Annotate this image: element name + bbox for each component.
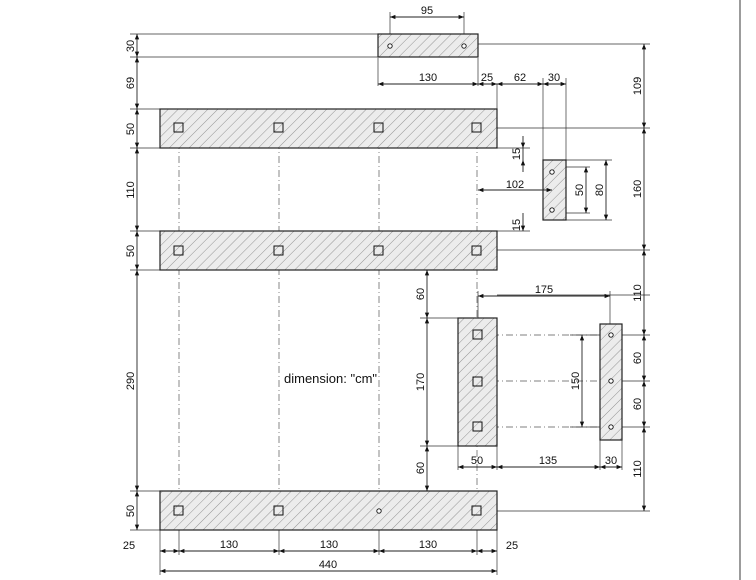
dim-low-150: 150 bbox=[570, 372, 582, 390]
dim-top-95: 95 bbox=[421, 5, 433, 17]
dim-bot-440: 440 bbox=[319, 559, 337, 571]
dim-left-50b: 50 bbox=[125, 245, 137, 257]
dim-bot-130a: 130 bbox=[220, 539, 238, 551]
dim-mid-102: 102 bbox=[506, 179, 524, 191]
dim-bot-130b: 130 bbox=[320, 539, 338, 551]
dim-low-50: 50 bbox=[471, 455, 483, 467]
dim-mid-15a: 15 bbox=[511, 148, 523, 160]
dimension-labels: 95 130 25 62 30 30 69 50 110 50 290 50 1… bbox=[123, 5, 644, 571]
dim-low-175: 175 bbox=[535, 284, 553, 296]
dim-low-30: 30 bbox=[605, 455, 617, 467]
dim-right-109: 109 bbox=[632, 77, 644, 95]
dim-left-30: 30 bbox=[125, 40, 137, 52]
dim-left-50c: 50 bbox=[125, 505, 137, 517]
dim-mid-15b: 15 bbox=[511, 219, 523, 231]
dim-top-62: 62 bbox=[514, 72, 526, 84]
beam-3 bbox=[159, 490, 498, 531]
dim-top-25: 25 bbox=[481, 72, 493, 84]
dim-left-69: 69 bbox=[125, 77, 137, 89]
dim-low-135: 135 bbox=[539, 455, 557, 467]
dim-low-60b: 60 bbox=[415, 462, 427, 474]
dim-bot-130c: 130 bbox=[419, 539, 437, 551]
dim-top-130: 130 bbox=[419, 72, 437, 84]
dim-right-110b: 110 bbox=[632, 460, 644, 478]
dim-bot-25b: 25 bbox=[506, 540, 518, 552]
dim-mid-50: 50 bbox=[574, 184, 586, 196]
units-note: dimension: "cm" bbox=[284, 371, 377, 386]
dim-bot-25a: 25 bbox=[123, 540, 135, 552]
vertical-block bbox=[457, 317, 498, 447]
dim-mid-80: 80 bbox=[594, 184, 606, 196]
dimension-lines bbox=[134, 14, 647, 574]
dim-left-290: 290 bbox=[125, 372, 137, 390]
beam-1 bbox=[159, 108, 498, 149]
dim-low-170: 170 bbox=[415, 373, 427, 391]
dim-top-30: 30 bbox=[548, 72, 560, 84]
top-small-plate bbox=[377, 33, 479, 58]
dim-right-60a: 60 bbox=[632, 352, 644, 364]
dim-right-110a: 110 bbox=[632, 284, 644, 302]
beams bbox=[159, 33, 623, 531]
dim-right-60b: 60 bbox=[632, 398, 644, 410]
beam-2 bbox=[159, 230, 498, 271]
dim-left-50a: 50 bbox=[125, 123, 137, 135]
dim-low-60a: 60 bbox=[415, 288, 427, 300]
dim-right-160: 160 bbox=[632, 180, 644, 198]
bolt-markers bbox=[173, 43, 614, 516]
dim-left-110: 110 bbox=[125, 181, 137, 199]
